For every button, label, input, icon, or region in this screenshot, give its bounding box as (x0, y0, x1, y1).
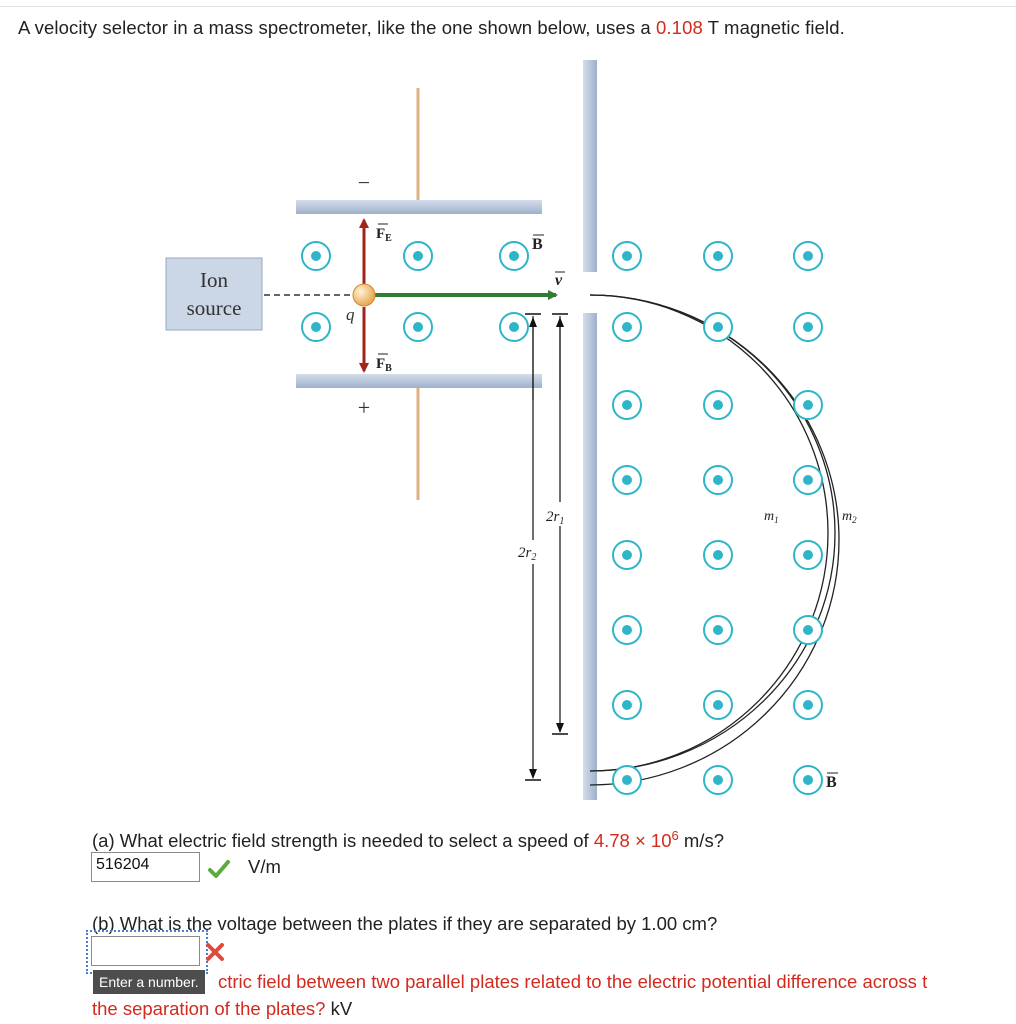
field-dot-center (803, 400, 813, 410)
field-dot-center (803, 475, 813, 485)
field-dot-center (622, 322, 632, 332)
field-dot-center (413, 322, 423, 332)
speed-times-ten: × 10 (629, 830, 672, 852)
field-dot-center (622, 775, 632, 785)
hint-line-2-row: the separation of the plates? kV (92, 998, 352, 1020)
two-r1-label: 2r1 (546, 509, 564, 527)
field-dot-center (311, 251, 321, 261)
charge-label: q (346, 305, 355, 324)
plus-sign-label: + (358, 395, 370, 420)
field-dot-center (713, 775, 723, 785)
field-dot-center (622, 700, 632, 710)
field-dot-center (509, 322, 519, 332)
lower-barrier (583, 313, 597, 800)
ion-particle (352, 283, 376, 307)
ion-source-box (165, 257, 263, 331)
ion-source-label-line2: source (187, 296, 242, 320)
field-dot-center (803, 251, 813, 261)
hint-line-1: ctric field between two parallel plates … (218, 971, 928, 992)
intro-prefix: A velocity selector in a mass spectromet… (18, 17, 657, 38)
fe-label: FE (376, 226, 392, 244)
field-dot-center (803, 700, 813, 710)
field-dot-center (622, 625, 632, 635)
magnetic-field-dots (301, 241, 823, 795)
field-dot-center (803, 550, 813, 560)
field-dot-center (713, 475, 723, 485)
field-dot-center (622, 475, 632, 485)
part-a-question: (a) What electric field strength is need… (92, 828, 724, 852)
field-dot-center (413, 251, 423, 261)
problem-intro: A velocity selector in a mass spectromet… (18, 17, 845, 39)
part-b-unit: kV (330, 998, 353, 1019)
m1-label: m1 (764, 509, 779, 525)
field-dot-center (713, 400, 723, 410)
cross-icon (206, 943, 224, 961)
fb-label: FB (376, 356, 392, 374)
part-b-question: (b) What is the voltage between the plat… (92, 913, 718, 934)
two-r2-label: 2r2 (518, 545, 536, 563)
field-dot-center (803, 625, 813, 635)
b-label-bottom: B (826, 774, 837, 791)
minus-sign-label: − (358, 170, 370, 195)
top-divider (0, 6, 1016, 7)
b-label-top: B (532, 236, 543, 253)
upper-barrier (583, 60, 597, 272)
part-a-answer-input[interactable]: 516204 (91, 852, 200, 882)
part-b-answer-input[interactable] (91, 936, 200, 966)
trajectory-m1 (589, 294, 829, 772)
speed-exponent: 6 (671, 828, 679, 843)
top-plate (296, 200, 542, 214)
field-dot-center (622, 251, 632, 261)
bottom-plate (296, 374, 542, 388)
part-a-suffix: m/s? (678, 830, 724, 852)
speed-mantissa: 4.78 (593, 830, 630, 852)
field-dot-center (311, 322, 321, 332)
field-dot-center (713, 625, 723, 635)
ion-source-label-line1: Ion (200, 268, 228, 292)
field-dot-center (713, 550, 723, 560)
field-dot-center (509, 251, 519, 261)
check-icon (208, 860, 230, 878)
intro-suffix: T magnetic field. (702, 17, 845, 38)
velocity-selector-diagram: Ion source − + FE FB q v B 2r1 2r2 m1 m2… (165, 60, 857, 800)
field-dot-center (713, 322, 723, 332)
field-dot-center (713, 251, 723, 261)
field-dot-center (713, 700, 723, 710)
part-a-unit: V/m (248, 856, 281, 877)
magnetic-field-value: 0.108 (656, 17, 703, 38)
v-label: v (555, 272, 563, 289)
field-dot-center (803, 775, 813, 785)
part-a-text: (a) What electric field strength is need… (92, 830, 594, 852)
validation-tooltip: Enter a number. (93, 970, 205, 994)
field-dot-center (622, 400, 632, 410)
field-dot-center (622, 550, 632, 560)
field-dot-center (803, 322, 813, 332)
hint-line-2: the separation of the plates? (92, 998, 326, 1019)
m2-label: m2 (842, 509, 857, 525)
